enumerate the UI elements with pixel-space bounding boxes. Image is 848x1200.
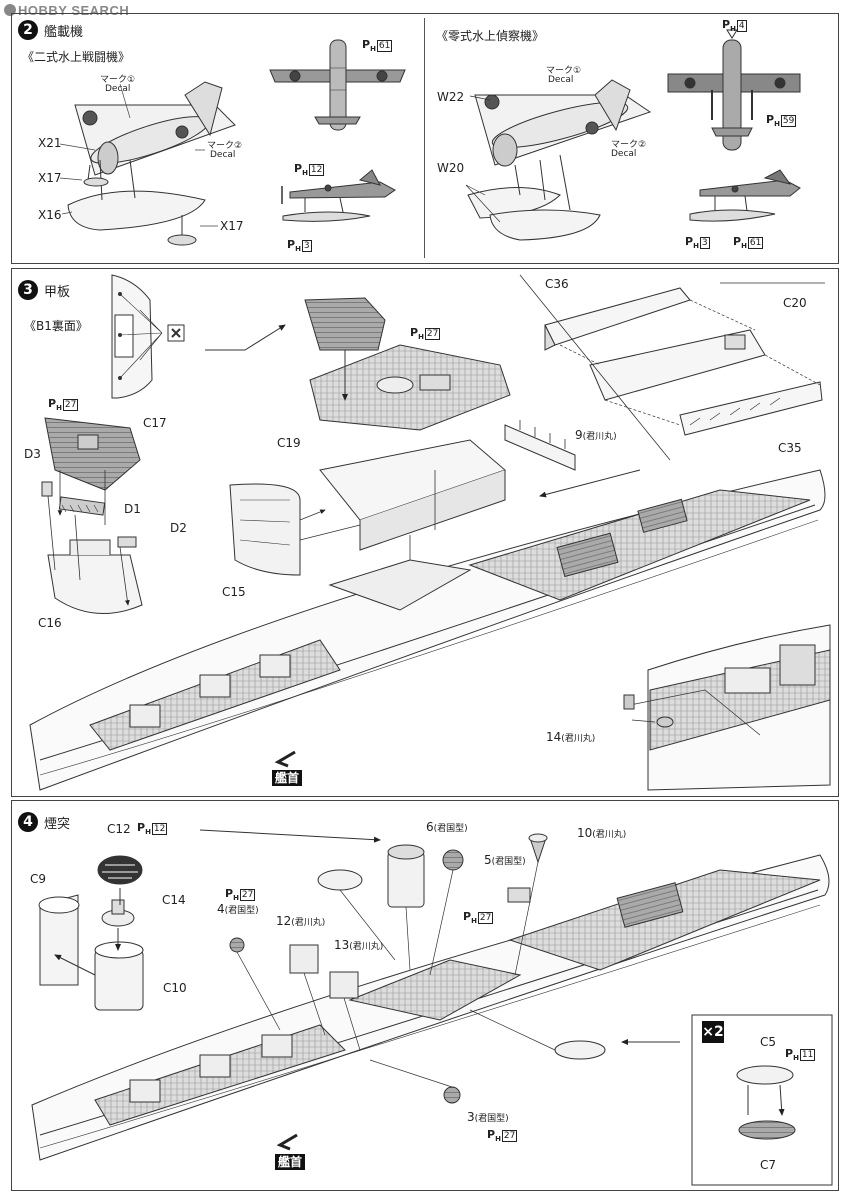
part-5: 5(君国型) bbox=[484, 853, 526, 867]
ship-hull-step4 bbox=[31, 854, 830, 1161]
jake-decal2: Decal bbox=[611, 149, 637, 159]
ship-hull-step3 bbox=[29, 469, 826, 791]
rufe-mark2: マーク② bbox=[207, 141, 243, 151]
part-d1: D1 bbox=[124, 502, 141, 516]
part-c9: C9 bbox=[30, 872, 47, 886]
times-two-badge: ×2 bbox=[702, 1021, 724, 1043]
rufe-subtitle: 《二式水上戦闘機》 bbox=[22, 50, 131, 64]
step3-number: 3 bbox=[18, 280, 38, 300]
b1-underside-drawing bbox=[111, 274, 185, 399]
part-4: 4(君国型) bbox=[217, 902, 259, 916]
part-d2: D2 bbox=[170, 521, 187, 535]
part-x17-b: X17 bbox=[220, 219, 244, 233]
step3-title: 甲板 bbox=[44, 285, 71, 300]
bow-label-step4: 艦首 bbox=[275, 1153, 306, 1170]
part-x21: X21 bbox=[38, 136, 62, 150]
step2-title: 艦載機 bbox=[44, 25, 84, 40]
c15-bulkhead-piece bbox=[229, 483, 361, 576]
part-c35: C35 bbox=[778, 441, 802, 455]
part-c20: C20 bbox=[783, 296, 807, 310]
c19-upper-deck bbox=[304, 297, 511, 431]
c-parts-arrow bbox=[539, 469, 641, 498]
part-c19: C19 bbox=[277, 436, 301, 450]
rufe-decal2: Decal bbox=[210, 150, 236, 160]
rufe-mark1: マーク① bbox=[100, 75, 136, 85]
rufe-floatplane-drawing bbox=[59, 81, 236, 246]
c16-assembly bbox=[41, 481, 143, 614]
part-c36: C36 bbox=[545, 277, 569, 291]
part-13: 13(君川丸) bbox=[334, 938, 384, 952]
jake-subtitle: 《零式水上偵察機》 bbox=[436, 29, 545, 43]
part-14: 14(君川丸) bbox=[546, 730, 596, 744]
c20-midstructure bbox=[319, 439, 506, 620]
jake-mark1: マーク① bbox=[546, 66, 582, 76]
jake-sideview-drawing bbox=[689, 169, 801, 222]
jake-decal1: Decal bbox=[548, 75, 574, 85]
c36-c20-c35-parts bbox=[519, 274, 825, 461]
step3-frame bbox=[11, 268, 839, 797]
part-3: 3(君国型) bbox=[467, 1110, 509, 1124]
part-c14: C14 bbox=[162, 893, 186, 907]
part-c17: C17 bbox=[143, 416, 167, 430]
step2-frame bbox=[11, 13, 839, 264]
step2-divider bbox=[424, 18, 425, 258]
funnel-c9-c10-assembly bbox=[38, 855, 144, 1011]
rufe-sideview-drawing bbox=[281, 169, 396, 222]
bow-label-step3: 艦首 bbox=[272, 769, 303, 786]
jake-floatplane-drawing bbox=[465, 79, 652, 241]
bow-arrow-step3 bbox=[274, 750, 296, 768]
part-c5: C5 bbox=[760, 1035, 777, 1049]
jake-mark2: マーク② bbox=[611, 140, 647, 150]
step3-pointer-arrow bbox=[205, 324, 286, 351]
part-w20: W20 bbox=[437, 161, 465, 175]
part-6: 6(君国型) bbox=[426, 820, 468, 834]
part-9-drawing bbox=[504, 420, 576, 471]
stern-closeup-step3 bbox=[623, 624, 831, 791]
part-c10: C10 bbox=[163, 981, 187, 995]
jake-topview-drawing bbox=[667, 29, 801, 151]
part-10: 10(君川丸) bbox=[577, 826, 627, 840]
b1-underside-label: 《B1裏面》 bbox=[24, 319, 88, 333]
part-12: 12(君川丸) bbox=[276, 914, 326, 928]
part-9: 9(君川丸) bbox=[575, 428, 617, 442]
rufe-topview-drawing bbox=[269, 39, 406, 131]
bow-arrow-step4 bbox=[276, 1133, 298, 1151]
part-c16: C16 bbox=[38, 616, 62, 630]
part-c12: C12 bbox=[107, 822, 131, 836]
part-x17-a: X17 bbox=[38, 171, 62, 185]
part-c15: C15 bbox=[222, 585, 246, 599]
part-x16: X16 bbox=[38, 208, 62, 222]
part-w22: W22 bbox=[437, 90, 465, 104]
step2-number: 2 bbox=[18, 20, 38, 40]
part-c7: C7 bbox=[760, 1158, 777, 1172]
step4-pointer-arrow bbox=[199, 829, 381, 843]
boat-c5-c7-assembly bbox=[691, 1014, 833, 1186]
step4-small-parts bbox=[229, 833, 606, 1104]
step4-number: 4 bbox=[18, 812, 38, 832]
step4-frame bbox=[11, 800, 839, 1191]
rufe-decal1: Decal bbox=[105, 84, 131, 94]
part-d3: D3 bbox=[24, 447, 41, 461]
hobby-search-watermark: HOBBY SEARCH bbox=[4, 3, 129, 18]
step4-title: 煙突 bbox=[44, 817, 71, 832]
